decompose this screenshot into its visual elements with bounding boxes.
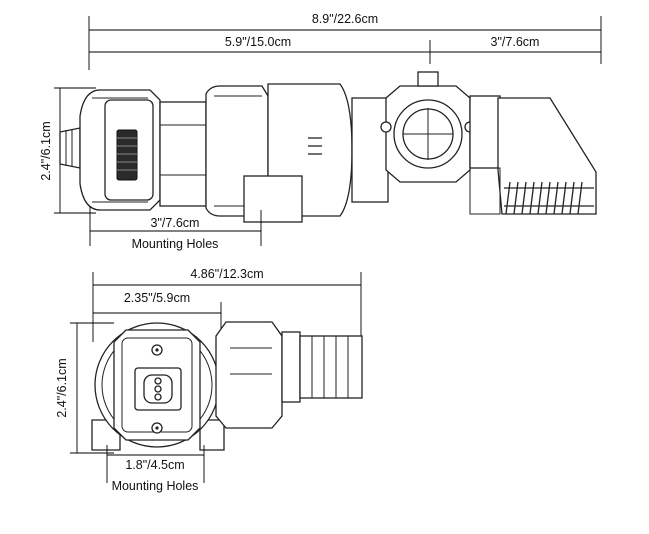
- pump-end-view: [91, 321, 363, 451]
- overall-length-label: 8.9"/22.6cm: [312, 12, 378, 26]
- height-label-side: 2.4"/6.1cm: [39, 121, 53, 180]
- overall-length-label-end: 4.86"/12.3cm: [190, 267, 263, 281]
- dimension-mounting-holes-end: 1.8"/4.5cm Mounting Holes: [106, 445, 205, 493]
- dimension-center-length-end: 2.35"/5.9cm: [93, 291, 222, 330]
- dimension-overall-length-end: 4.86"/12.3cm: [92, 267, 362, 342]
- dimension-overall-length-side: 8.9"/22.6cm: [88, 12, 602, 70]
- body-length-label: 5.9"/15.0cm: [225, 35, 291, 49]
- pump-side-view: [59, 71, 597, 223]
- mounting-spacing-label-side: 3"/7.6cm: [151, 216, 200, 230]
- outlet-length-label: 3"/7.6cm: [491, 35, 540, 49]
- dimension-body-length-side: 5.9"/15.0cm 3"/7.6cm: [89, 35, 602, 64]
- mounting-holes-label-side: Mounting Holes: [132, 237, 219, 251]
- center-length-label-end: 2.35"/5.9cm: [124, 291, 190, 305]
- mounting-spacing-label-end: 1.8"/4.5cm: [125, 458, 184, 472]
- height-label-end: 2.4"/6.1cm: [55, 358, 69, 417]
- dimension-mounting-holes-side: 3"/7.6cm Mounting Holes: [89, 206, 262, 251]
- mounting-holes-label-end: Mounting Holes: [112, 479, 199, 493]
